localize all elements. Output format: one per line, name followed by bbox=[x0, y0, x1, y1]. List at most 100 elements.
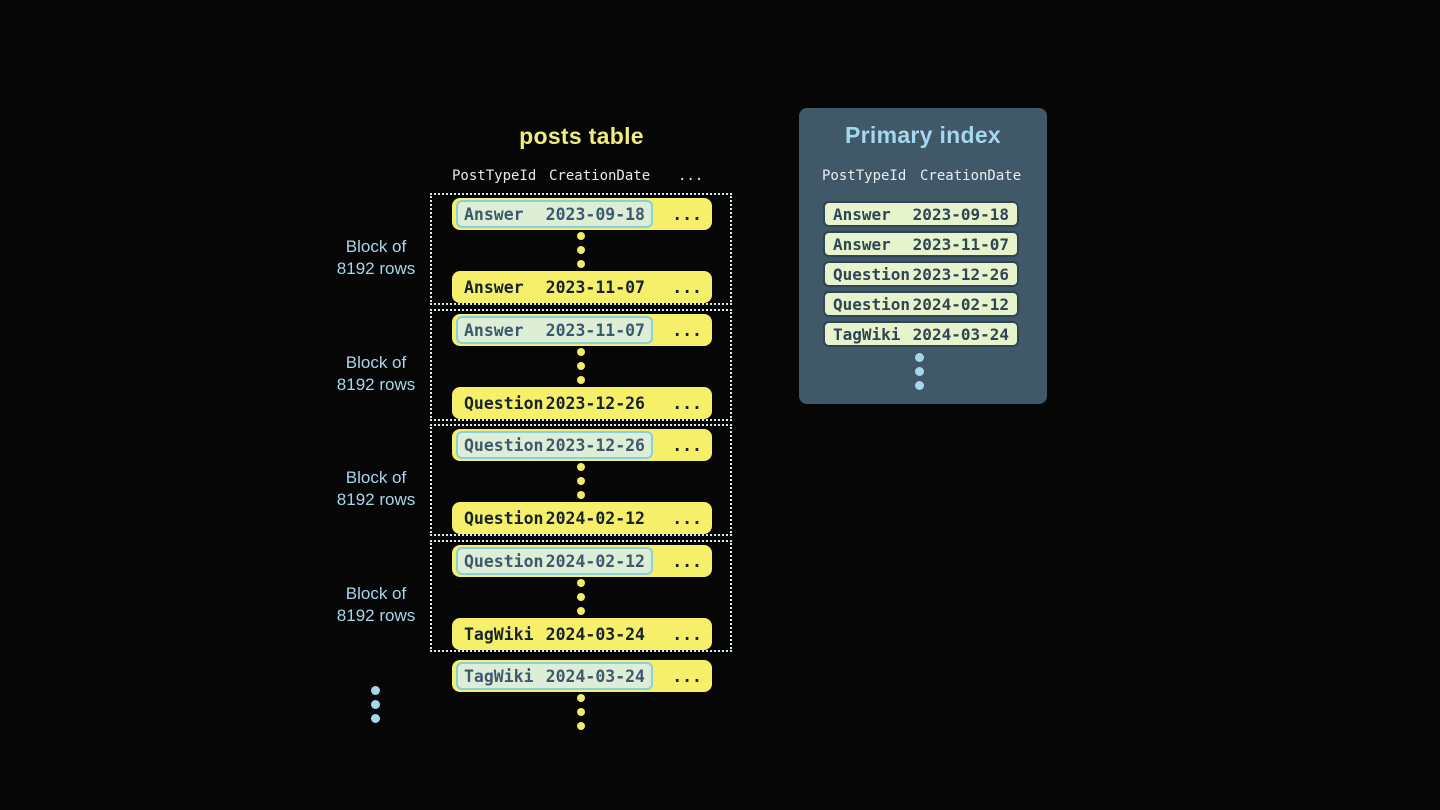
table-row: Answer 2023-11-07 ... bbox=[452, 271, 712, 303]
post-type-cell: Answer bbox=[833, 204, 891, 224]
primary-index-column-headers: PostTypeId CreationDate bbox=[799, 168, 1047, 186]
table-row: Answer 2023-11-07 ... bbox=[452, 314, 712, 346]
more-columns-ellipsis: ... bbox=[672, 666, 702, 686]
vertical-ellipsis-icon bbox=[577, 232, 585, 274]
creation-date-cell: 2024-02-12 bbox=[912, 294, 1009, 314]
dot bbox=[577, 593, 585, 601]
dot bbox=[915, 367, 924, 376]
dot bbox=[577, 232, 585, 240]
block-label: Block of 8192 rows bbox=[306, 236, 446, 279]
more-columns-ellipsis: ... bbox=[672, 277, 702, 297]
creation-date-cell: 2023-09-18 bbox=[912, 204, 1009, 224]
row-block: Answer 2023-11-07 ... Question 2023-12-2… bbox=[430, 309, 732, 421]
vertical-ellipsis-icon bbox=[577, 579, 585, 621]
table-row: Question 2023-12-26 ... bbox=[452, 429, 712, 461]
block-label-line2: 8192 rows bbox=[336, 605, 416, 625]
more-columns-ellipsis: ... bbox=[672, 204, 702, 224]
post-type-cell: Answer bbox=[464, 320, 524, 340]
dot bbox=[577, 491, 585, 499]
dot bbox=[577, 463, 585, 471]
table-row: Answer 2023-09-18 ... bbox=[452, 198, 712, 230]
row-key-cells: Answer 2023-11-07 bbox=[456, 273, 653, 301]
block-label-line2: 8192 rows bbox=[336, 258, 416, 278]
post-type-cell: Question bbox=[464, 435, 544, 455]
post-type-cell: Answer bbox=[464, 204, 524, 224]
post-type-cell: TagWiki bbox=[464, 624, 534, 644]
creation-date-cell: 2023-12-26 bbox=[545, 435, 645, 455]
post-type-cell: Question bbox=[464, 508, 544, 528]
index-row: Question 2023-12-26 bbox=[823, 261, 1019, 287]
dot bbox=[577, 579, 585, 587]
more-columns-ellipsis: ... bbox=[672, 393, 702, 413]
post-type-cell: Question bbox=[464, 551, 544, 571]
row-block: Answer 2023-09-18 ... Answer 2023-11-07 … bbox=[430, 193, 732, 305]
post-type-cell: Question bbox=[833, 264, 911, 284]
vertical-ellipsis-icon bbox=[577, 694, 585, 736]
block-label-line2: 8192 rows bbox=[336, 489, 416, 509]
dot bbox=[371, 700, 380, 709]
creation-date-cell: 2024-02-12 bbox=[545, 508, 645, 528]
post-type-cell: TagWiki bbox=[464, 666, 534, 686]
post-type-cell: TagWiki bbox=[833, 324, 901, 344]
creation-date-cell: 2024-02-12 bbox=[545, 551, 645, 571]
column-header-creationdate: CreationDate bbox=[549, 168, 651, 184]
post-type-cell: Answer bbox=[833, 234, 891, 254]
dot bbox=[577, 362, 585, 370]
more-columns-ellipsis: ... bbox=[672, 624, 702, 644]
table-row: Question 2024-02-12 ... bbox=[452, 545, 712, 577]
dot bbox=[577, 376, 585, 384]
dot bbox=[915, 381, 924, 390]
dot bbox=[577, 694, 585, 702]
index-key-highlight: Question 2024-02-12 bbox=[456, 547, 653, 575]
row-block: Question 2024-02-12 ... TagWiki 2024-03-… bbox=[430, 540, 732, 652]
row-key-cells: Question 2023-12-26 bbox=[456, 389, 653, 417]
index-row: Answer 2023-11-07 bbox=[823, 231, 1019, 257]
row-block: Question 2023-12-26 ... Question 2024-02… bbox=[430, 424, 732, 536]
dot bbox=[577, 348, 585, 356]
index-key-highlight: TagWiki 2024-03-24 bbox=[456, 662, 653, 690]
block-label-line1: Block of bbox=[345, 353, 407, 372]
more-columns-ellipsis: ... bbox=[672, 551, 702, 571]
block-label: Block of 8192 rows bbox=[306, 467, 446, 510]
more-columns-ellipsis: ... bbox=[672, 435, 702, 455]
creation-date-cell: 2023-11-07 bbox=[545, 277, 645, 297]
creation-date-cell: 2023-12-26 bbox=[912, 264, 1009, 284]
more-columns-ellipsis: ... bbox=[672, 508, 702, 528]
block-label: Block of 8192 rows bbox=[306, 583, 446, 626]
block-label: Block of 8192 rows bbox=[306, 352, 446, 395]
creation-date-cell: 2023-09-18 bbox=[545, 204, 645, 224]
posts-table-column-headers: PostTypeId CreationDate ... bbox=[452, 168, 732, 186]
block-label-line1: Block of bbox=[345, 468, 407, 487]
column-header-posttypeid: PostTypeId bbox=[452, 168, 537, 184]
index-key-highlight: Answer 2023-09-18 bbox=[456, 200, 653, 228]
dot bbox=[577, 260, 585, 268]
table-row: Question 2023-12-26 ... bbox=[452, 387, 712, 419]
dot bbox=[577, 722, 585, 730]
index-key-highlight: Answer 2023-11-07 bbox=[456, 316, 653, 344]
primary-index-panel: Primary index PostTypeId CreationDate An… bbox=[799, 108, 1047, 404]
creation-date-cell: 2023-12-26 bbox=[545, 393, 645, 413]
row-key-cells: Question 2024-02-12 bbox=[456, 504, 653, 532]
creation-date-cell: 2024-03-24 bbox=[545, 666, 645, 686]
index-row: Question 2024-02-12 bbox=[823, 291, 1019, 317]
column-header-posttypeid: PostTypeId bbox=[822, 168, 907, 184]
dot bbox=[577, 708, 585, 716]
dot bbox=[577, 477, 585, 485]
vertical-ellipsis-icon bbox=[577, 348, 585, 390]
creation-date-cell: 2024-03-24 bbox=[912, 324, 1009, 344]
creation-date-cell: 2023-11-07 bbox=[912, 234, 1009, 254]
dot bbox=[371, 714, 380, 723]
dot bbox=[371, 686, 380, 695]
more-columns-ellipsis: ... bbox=[672, 320, 702, 340]
creation-date-cell: 2023-11-07 bbox=[545, 320, 645, 340]
index-row: Answer 2023-09-18 bbox=[823, 201, 1019, 227]
column-header-more-ellipsis: ... bbox=[678, 168, 704, 184]
post-type-cell: Answer bbox=[464, 277, 524, 297]
primary-index-title: Primary index bbox=[844, 122, 1002, 148]
dot bbox=[577, 607, 585, 615]
post-type-cell: Question bbox=[833, 294, 911, 314]
table-row: Question 2024-02-12 ... bbox=[452, 502, 712, 534]
column-header-creationdate: CreationDate bbox=[920, 168, 1022, 184]
index-key-highlight: Question 2023-12-26 bbox=[456, 431, 653, 459]
